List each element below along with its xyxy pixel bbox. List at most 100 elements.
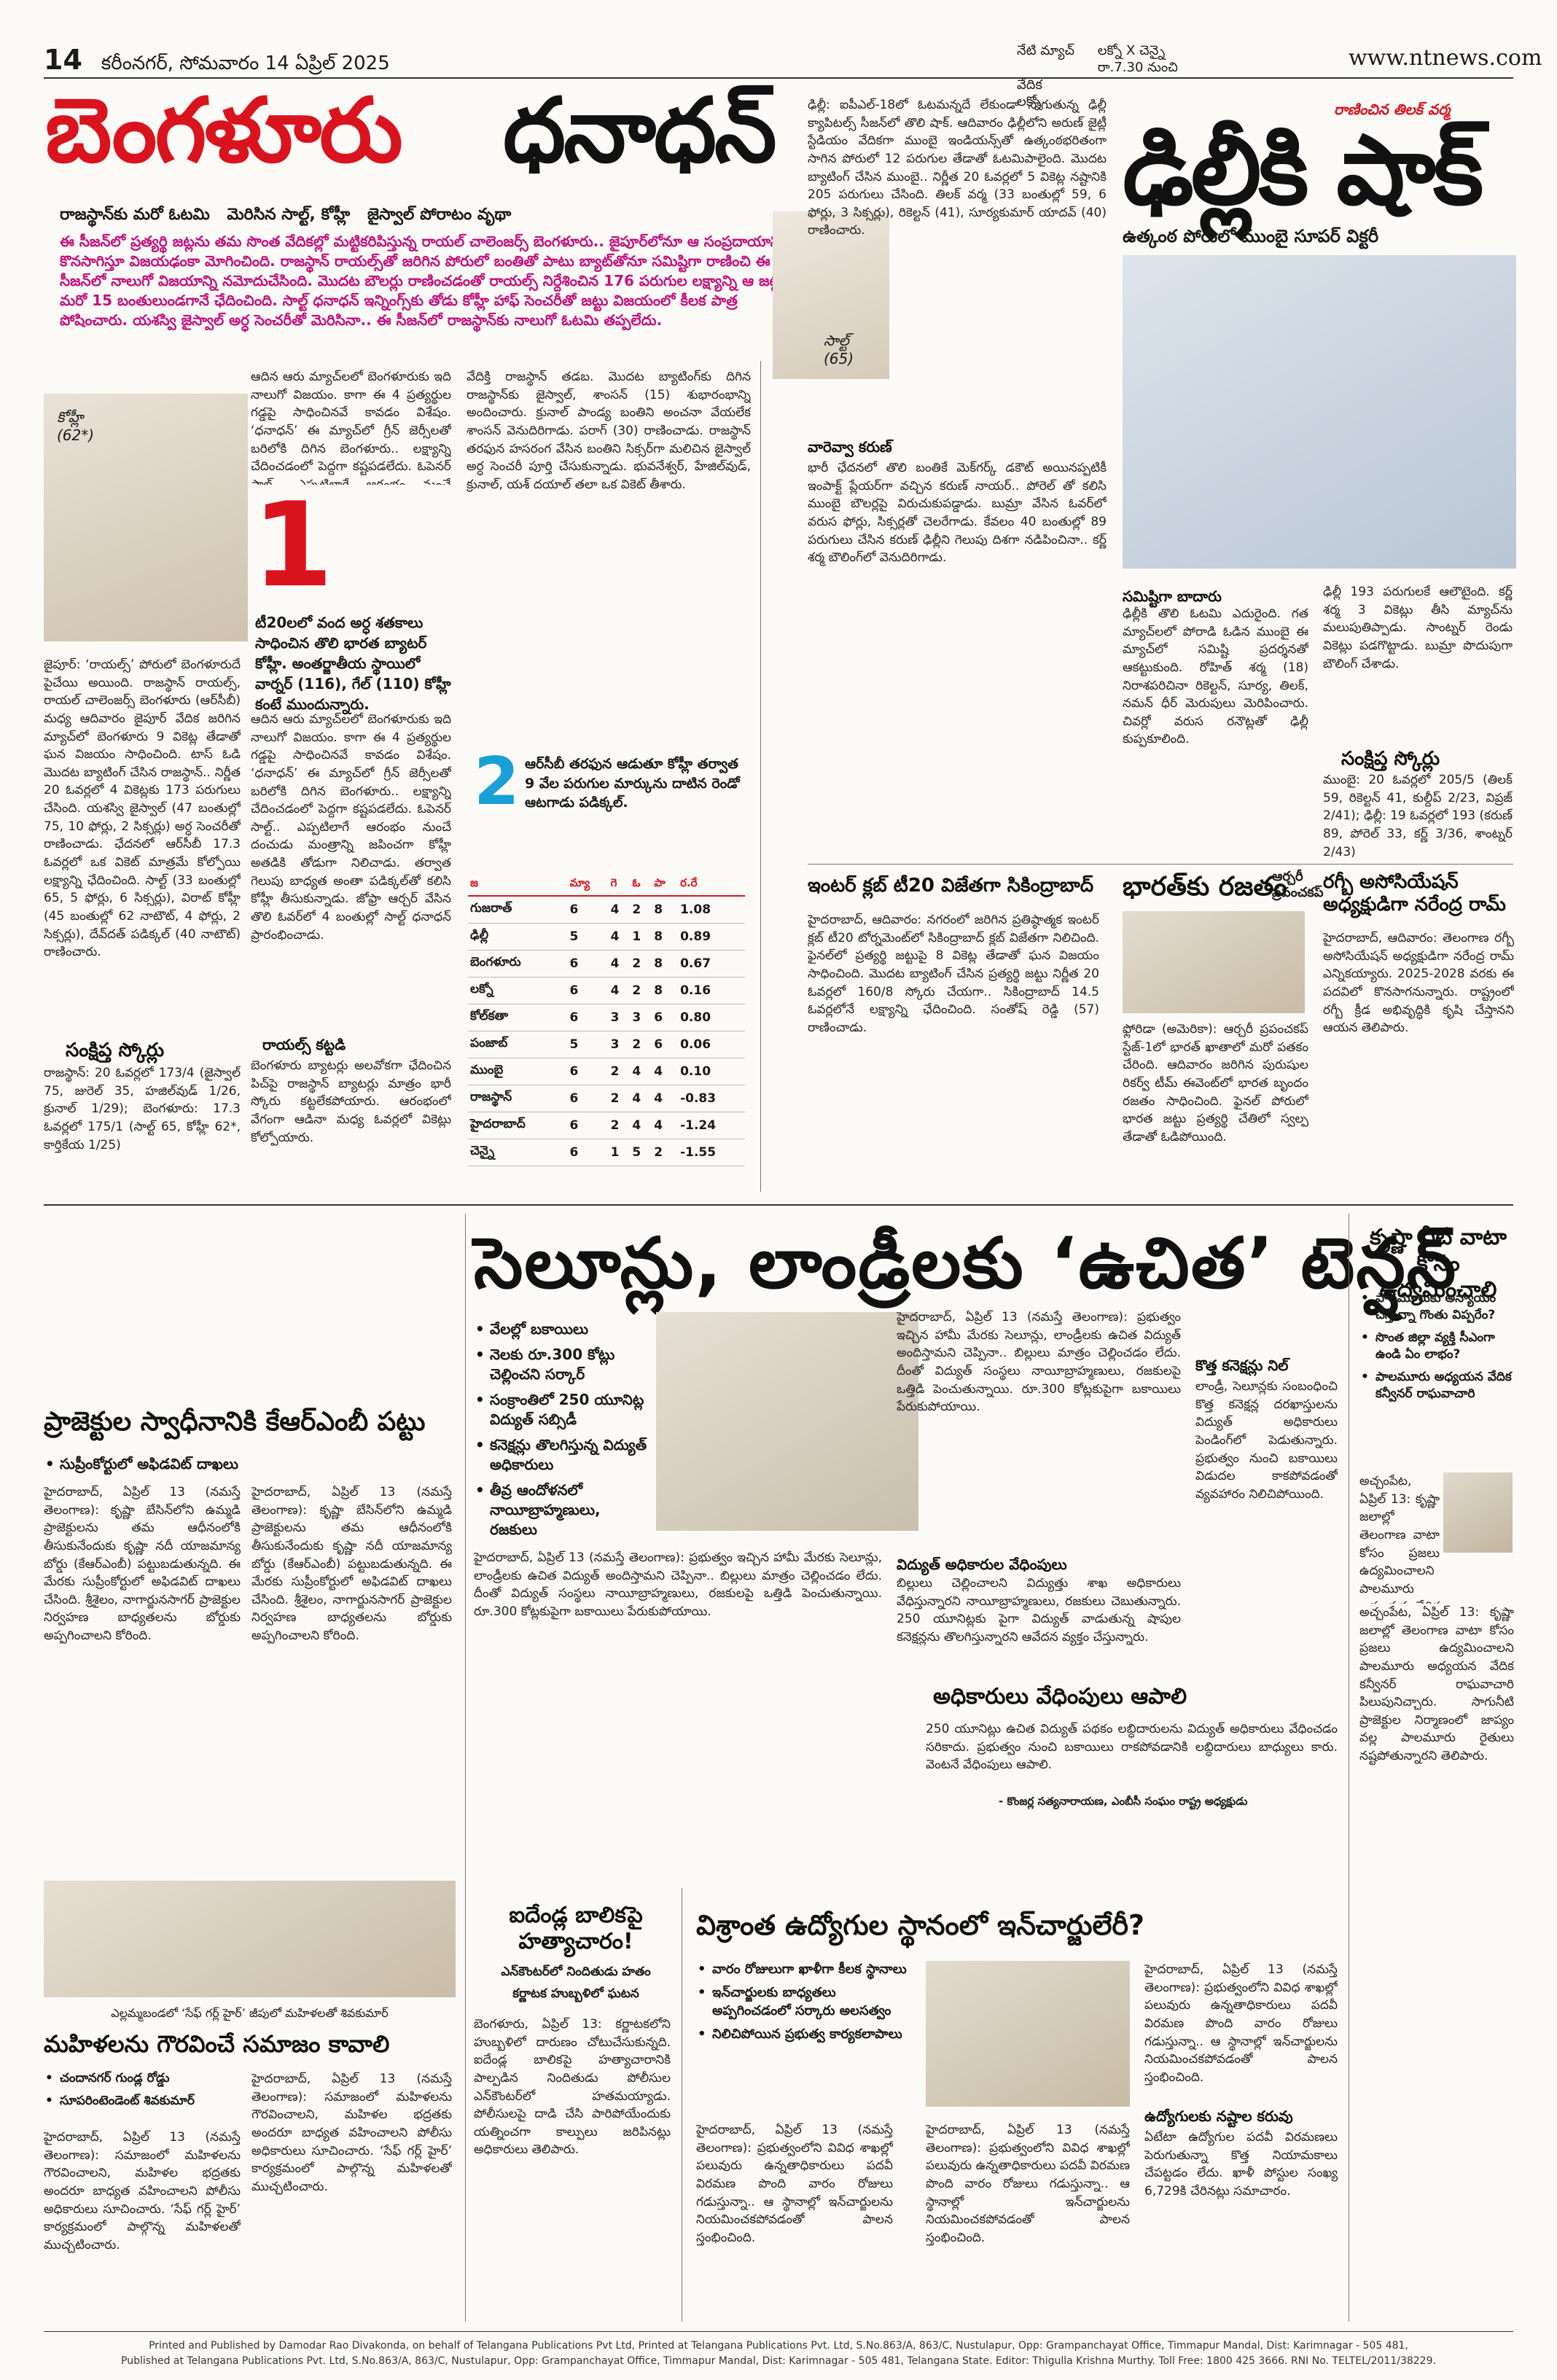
- team-name: పంజాబ్: [468, 1031, 568, 1058]
- intercity-headline: ఇంటర్ క్లబ్ టీ20 విజేతగా సికింద్రాబాద్: [808, 875, 1094, 897]
- team-name: ముంబై: [468, 1058, 568, 1085]
- short-scores-heading: సంక్షిప్త స్కోర్లు: [66, 1039, 165, 1061]
- raghavachari-photo: [1443, 1472, 1513, 1553]
- selunlu-bullet-1: వేలల్లో బకాయిలు: [474, 1319, 649, 1339]
- right-scores-heading: సంక్షిప్త స్కోర్లు: [1341, 748, 1440, 770]
- krmb-bullets: సుప్రీంకోర్టులో అఫిడవిట్ దాఖలు: [44, 1454, 459, 1480]
- venue-label: వేదిక: [1017, 77, 1042, 93]
- table-cell: 2: [630, 1031, 652, 1058]
- today-label: నేటి మ్యాచ్: [1017, 43, 1074, 58]
- pull-quote-1: టీ20లలో వంద అర్ధ శతకాలు సాధించిన తొలి భా…: [255, 614, 451, 713]
- table-cell: 8: [652, 896, 679, 924]
- royal-heading: రాయల్స్ కట్టడి: [262, 1036, 346, 1053]
- table-cell: 4: [630, 1112, 652, 1139]
- table-cell: 1.08: [678, 896, 745, 924]
- selunlu-bullet-4: కనెక్షన్లు తొలగిస్తున్న విద్యుత్ అధికారు…: [474, 1435, 649, 1475]
- vishranta-text-4: ఏటేటా ఉద్యోగుల పదవీ విరమణలు పెరుగుతున్నా…: [1144, 2130, 1338, 2198]
- adhikarula-heading: విద్యుత్ అధికారుల వేధింపులు: [897, 1556, 1067, 1573]
- adhikarula-box-text: 250 యూనిట్లు ఉచిత విద్యుత్ పథకం లబ్ధిదార…: [926, 1722, 1338, 1773]
- salt-photo: [773, 211, 889, 379]
- pull-quote-2: ఆర్‌సీబీ తరఫున ఆడుతూ కోహ్లీ తర్వాత 9 వేల…: [525, 756, 740, 811]
- col-played: మ్యా: [567, 873, 609, 897]
- col-team: జ: [468, 873, 568, 897]
- women-headline: మహిళలను గౌరవించే సమాజం కావాలి: [44, 2030, 390, 2058]
- delhi-story-col-1b: భారీ ఛేదనలో తొలి బంతికే మెక్‌గర్క్ డకౌట్…: [808, 461, 1107, 566]
- women-text-1: హైదరాబాద్, ఏప్రిల్ 13 (నమస్తే తెలంగాణ): …: [44, 2130, 241, 2252]
- team-name: చెన్నై: [468, 1139, 568, 1166]
- big-number-1: 1: [252, 477, 334, 613]
- table-cell: 4: [608, 977, 631, 1004]
- story-kicker: రాజస్థాన్‌కు మరో ఓటమి మెరిసిన సాల్ట్, కో…: [60, 206, 523, 227]
- krishna-text: అచ్చంపేట, ఏప్రిల్ 13: కృష్ణా జలాల్లో తెల…: [1359, 1605, 1514, 1764]
- vishranta-headline: విశ్రాంత ఉద్యోగుల స్థానంలో ఇన్‌చార్జులేర…: [696, 1909, 1145, 1941]
- table-cell: 0.67: [678, 950, 745, 978]
- rajatham-kicker: ఆర్చరీ ప్రపంచకప్: [1272, 869, 1324, 900]
- salon-photo: [656, 1312, 918, 1531]
- headline-selunlu: సెలూన్లు, లాండ్రీలకు ‘ఉచిత’ టెన్షన్: [474, 1222, 1458, 1304]
- krmb-text-1: హైదరాబాద్, ఏప్రిల్ 13 (నమస్తే తెలంగాణ): …: [44, 1485, 241, 1644]
- women-bullet-2: సూపరింటెండెంట్ శివకుమార్: [44, 2093, 241, 2110]
- right-scores-text: ముంబై: 20 ఓవర్లలో 205/5 (తిలక్ 59, రికెల…: [1323, 773, 1513, 859]
- rape-text: బెంగళూరు, ఏప్రిల్ 13: కర్ణాటకలోని హుబ్బళ…: [474, 2017, 671, 2158]
- table-cell: 6: [567, 1058, 609, 1085]
- table-cell: -1.24: [678, 1112, 745, 1139]
- table-cell: 4: [652, 1058, 679, 1085]
- team-name: బెంగళూరు: [468, 950, 568, 978]
- rajatham-headline: భారత్‌కు రజతం: [1123, 872, 1287, 902]
- big-number-2: 2: [474, 744, 520, 820]
- short-scores-text: రాజస్థాన్: 20 ఓవర్లలో 173/4 (జైస్వాల్ 75…: [44, 1066, 241, 1152]
- table-cell: 0.06: [678, 1031, 745, 1058]
- vishranta-bullet-1: వారం రోజులుగా ఖాళీగా కీలక స్థానాలు: [696, 1961, 915, 1979]
- table-cell: 8: [652, 950, 679, 978]
- team-name: రాజస్థాన్: [468, 1085, 568, 1112]
- royal-text: బెంగళూరు బ్యాటర్లు అలవోకగా ఛేదించిన పిచ్…: [251, 1058, 451, 1145]
- table-cell: 2: [608, 1085, 631, 1112]
- table-cell: 6: [652, 1031, 679, 1058]
- krishna-bullet-2: సొంత జిల్లా వ్యక్తి సీఎంగా ఉండి ఏం లాభం?: [1359, 1330, 1514, 1363]
- selunlu-bullet-3: సంక్రాంతిలో 250 యూనిట్ల విద్యుత్ సబ్సిడీ: [474, 1390, 649, 1429]
- table-cell: 4: [652, 1085, 679, 1112]
- photo-score-salt: (65): [824, 350, 854, 367]
- table-cell: 4: [608, 923, 631, 951]
- table-cell: 6: [567, 1112, 609, 1139]
- table-cell: 0.10: [678, 1058, 745, 1085]
- krmb-text-2: హైదరాబాద్, ఏప్రిల్ 13 (నమస్తే తెలంగాణ): …: [251, 1485, 452, 1644]
- krmb-bullet-1: సుప్రీంకోర్టులో అఫిడవిట్ దాఖలు: [44, 1454, 459, 1474]
- table-cell: -1.55: [678, 1139, 745, 1166]
- table-cell: 6: [567, 896, 609, 924]
- adhikarula-box-byline: - కొంజర్ల సత్యనారాయణ, ఎంబీసీ సంఘం రాష్ట్…: [999, 1795, 1248, 1808]
- team-name: లక్నో: [468, 977, 568, 1004]
- points-table-header: జ మ్యా గె ఓ పా ర.రే: [468, 873, 745, 897]
- website-url[interactable]: www.ntnews.com: [1349, 45, 1542, 71]
- table-cell: 1: [608, 1139, 631, 1166]
- intercity-text: హైదరాబాద్, ఆదివారం: నగరంలో జరిగిన ప్రతిష…: [808, 913, 1099, 1035]
- kotha-heading: కొత్త కనెక్షన్లు నిల్: [1195, 1357, 1289, 1374]
- rajatham-text: ఫ్లోరిడా (అమెరికా): ఆర్చరీ ప్రపంచకప్ స్ట…: [1123, 1022, 1308, 1144]
- karun-heading: వారెవ్వా కరుణ్: [808, 438, 892, 456]
- page-number: 14: [44, 44, 82, 76]
- selunlu-bullet-2: నెలకు రూ.300 కోట్లు చెల్లించని సర్కార్: [474, 1345, 649, 1384]
- krmb-headline: ప్రాజెక్టుల స్వాధీనానికి కేఆర్‌ఎంబీ పట్ట…: [44, 1407, 426, 1437]
- adhikarula-box-headline: అధికారులు వేధింపులు ఆపాలి: [933, 1684, 1187, 1709]
- right-story-col-2: ఢిల్లీ 193 పరుగులకే ఆలౌటైంది. కర్ణ్ శర్మ…: [1323, 585, 1513, 671]
- archery-photo: [1123, 911, 1305, 1013]
- selunlu-bullet-5: తీవ్ర ఆందోళనలో నాయీబ్రాహ్మణులు, రజకులు: [474, 1480, 649, 1540]
- photo-score-kohli: (62*): [57, 426, 95, 444]
- col-lost: ఓ: [630, 873, 652, 897]
- right-story-col-1: ఢిల్లీకి తొలి ఓటమి ఎదురైంది. గత మ్యాచ్‌ల…: [1123, 606, 1308, 747]
- vishranta-bullet-2: ఇన్‌చార్జులకు బాధ్యతలు అప్పగించడంలో సర్క…: [696, 1984, 915, 2020]
- women-text-2: హైదరాబాద్, ఏప్రిల్ 13 (నమస్తే తెలంగాణ): …: [251, 2072, 452, 2194]
- photo-caption-salt: సాల్ట్: [824, 332, 849, 349]
- building-photo: [926, 1961, 1130, 2107]
- team-name: హైదరాబాద్: [468, 1112, 568, 1139]
- delhi-subhead: ఉత్కంఠ పోరులో ముంబై సూపర్ విక్టరీ: [1123, 226, 1379, 246]
- right-byline: రాణించిన తిలక్ వర్మ: [1334, 101, 1451, 118]
- match-time: రా.7.30 నుంచి: [1097, 60, 1178, 76]
- vishranta-subheading: ఉద్యోగులకు నష్టాల కరువు: [1144, 2107, 1293, 2125]
- table-cell: 2: [608, 1058, 631, 1085]
- table-cell: 4: [608, 896, 631, 924]
- edition-date: కరీంనగర్, సోమవారం 14 ఏప్రిల్ 2025: [101, 52, 390, 74]
- table-cell: 2: [608, 1112, 631, 1139]
